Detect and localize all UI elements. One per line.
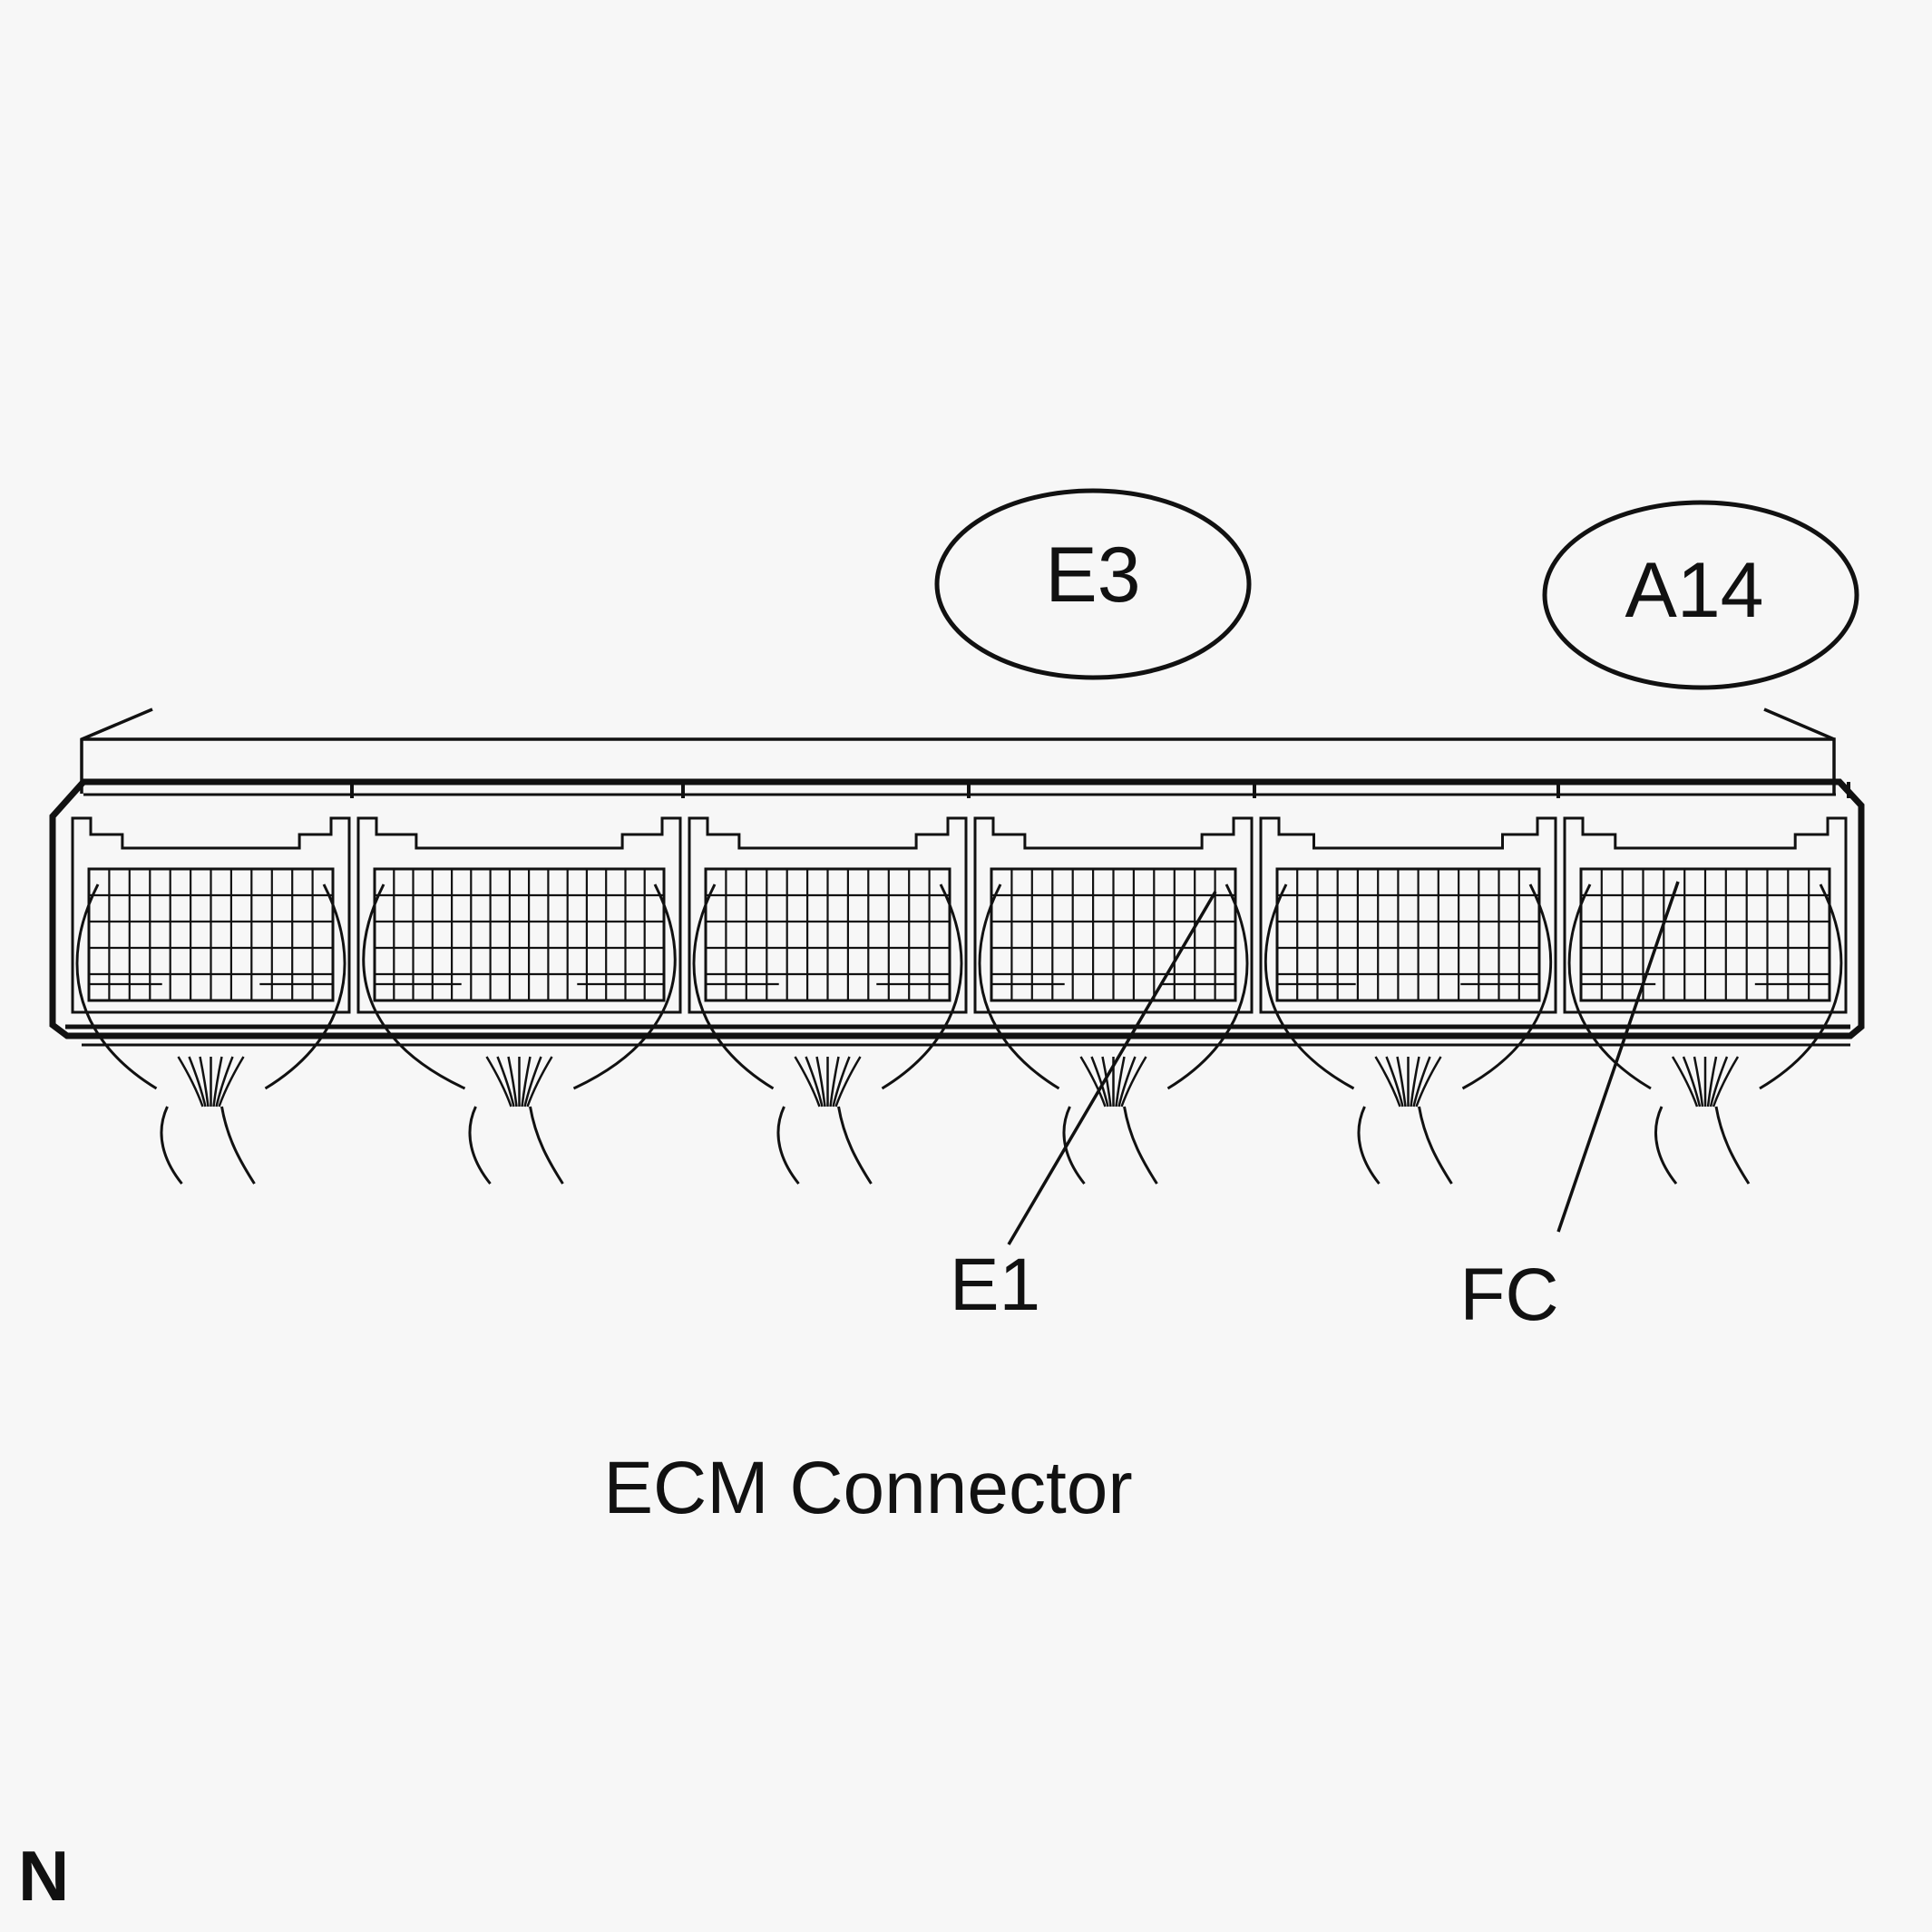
wire-loop bbox=[1264, 883, 1553, 1090]
wire-fan bbox=[468, 1056, 564, 1185]
wire-strand bbox=[1115, 1056, 1126, 1107]
wire-strand bbox=[212, 1056, 223, 1107]
block-frame bbox=[71, 816, 351, 1014]
wire-bundle-right bbox=[837, 1106, 873, 1185]
wire-loop bbox=[692, 883, 963, 1090]
wire-loop bbox=[978, 883, 1249, 1090]
connector-block bbox=[71, 782, 354, 1090]
leader-line-fc bbox=[1556, 881, 1680, 1233]
wire-strand bbox=[496, 1056, 515, 1107]
block-frame bbox=[356, 816, 682, 1014]
diagram-caption: ECM Connector bbox=[603, 1447, 1132, 1529]
wire-strand bbox=[188, 1056, 207, 1107]
connector-block bbox=[356, 782, 685, 1090]
wire-strand bbox=[829, 1056, 840, 1107]
wire-strand bbox=[834, 1056, 862, 1107]
wire-fan bbox=[160, 1056, 256, 1185]
block-frame bbox=[688, 816, 968, 1014]
wire-strand bbox=[521, 1056, 532, 1107]
pin-grid-lines bbox=[89, 869, 333, 1000]
wire-strand bbox=[1090, 1056, 1109, 1107]
connector-id-ellipse-e3 bbox=[934, 488, 1252, 680]
wire-loop bbox=[75, 883, 346, 1090]
wire-strand bbox=[1120, 1056, 1147, 1107]
wire-bundle-right bbox=[1418, 1106, 1453, 1185]
terminal-label-e1: E1 bbox=[950, 1244, 1040, 1326]
wire-fan bbox=[776, 1056, 873, 1185]
wire-strand bbox=[199, 1056, 210, 1107]
pin-grid-outline bbox=[373, 867, 666, 1002]
wire-strand bbox=[1374, 1056, 1401, 1107]
block-frame bbox=[973, 816, 1254, 1014]
wire-strand bbox=[1117, 1056, 1137, 1107]
wire-strand bbox=[805, 1056, 824, 1107]
wire-strand bbox=[1101, 1056, 1112, 1107]
terminal-label-fc: FC bbox=[1459, 1254, 1558, 1336]
leader-line-e1 bbox=[1007, 891, 1217, 1245]
connector-id-a14: A14 bbox=[1625, 547, 1763, 634]
wire-bundle-right bbox=[529, 1106, 564, 1185]
connector-block bbox=[688, 782, 971, 1090]
pin-grid-lines bbox=[1277, 869, 1539, 1000]
wire-fan bbox=[1062, 1056, 1158, 1185]
pin-grid-lines bbox=[706, 869, 950, 1000]
connector-blocks bbox=[71, 782, 1850, 1090]
wire-strand bbox=[1709, 1056, 1729, 1107]
wire-strand bbox=[215, 1056, 234, 1107]
wire-strand bbox=[1682, 1056, 1702, 1107]
connector-id-ellipse-a14 bbox=[1542, 500, 1859, 690]
block-frame bbox=[1259, 816, 1557, 1014]
wire-harness bbox=[160, 1056, 1751, 1185]
pin-grid-lines bbox=[991, 869, 1235, 1000]
wire-strand bbox=[1410, 1056, 1420, 1107]
wire-bundle-left bbox=[160, 1106, 183, 1185]
wire-strand bbox=[1693, 1056, 1704, 1107]
wire-bundle-right bbox=[1714, 1106, 1751, 1185]
wire-strand bbox=[1712, 1056, 1740, 1107]
wire-strand bbox=[815, 1056, 826, 1107]
wire-strand bbox=[832, 1056, 851, 1107]
wire-strand bbox=[1412, 1056, 1431, 1107]
wire-strand bbox=[485, 1056, 512, 1107]
wire-bundle-left bbox=[468, 1106, 492, 1185]
pin-grid-lines bbox=[375, 869, 664, 1000]
wire-bundle-left bbox=[776, 1106, 800, 1185]
wire-strand bbox=[177, 1056, 204, 1107]
wire-strand bbox=[1671, 1056, 1699, 1107]
wire-loop bbox=[362, 883, 677, 1090]
wire-strand bbox=[1385, 1056, 1404, 1107]
wire-strand bbox=[526, 1056, 553, 1107]
wire-strand bbox=[1079, 1056, 1107, 1107]
wire-fan bbox=[1357, 1056, 1453, 1185]
wire-bundle-left bbox=[1357, 1106, 1381, 1185]
wire-strand bbox=[1396, 1056, 1407, 1107]
connector-block bbox=[973, 782, 1256, 1090]
wire-fan bbox=[1654, 1056, 1751, 1185]
block-frame bbox=[1563, 816, 1848, 1014]
wire-strand bbox=[1706, 1056, 1718, 1107]
wire-bundle-right bbox=[1123, 1106, 1158, 1185]
wire-strand bbox=[218, 1056, 245, 1107]
wire-loop bbox=[1567, 883, 1843, 1090]
pin-grid-lines bbox=[1581, 869, 1830, 1000]
pin-grid-outline bbox=[1275, 867, 1541, 1002]
wire-strand bbox=[523, 1056, 542, 1107]
connector-block bbox=[1563, 782, 1850, 1090]
connector-id-e3: E3 bbox=[1045, 532, 1140, 619]
connector-block bbox=[1259, 782, 1560, 1090]
wire-bundle-right bbox=[220, 1106, 256, 1185]
wire-strand bbox=[794, 1056, 821, 1107]
wire-bundle-left bbox=[1654, 1106, 1678, 1185]
corner-mark: N bbox=[18, 1836, 69, 1916]
wire-strand bbox=[507, 1056, 518, 1107]
wire-strand bbox=[1415, 1056, 1442, 1107]
